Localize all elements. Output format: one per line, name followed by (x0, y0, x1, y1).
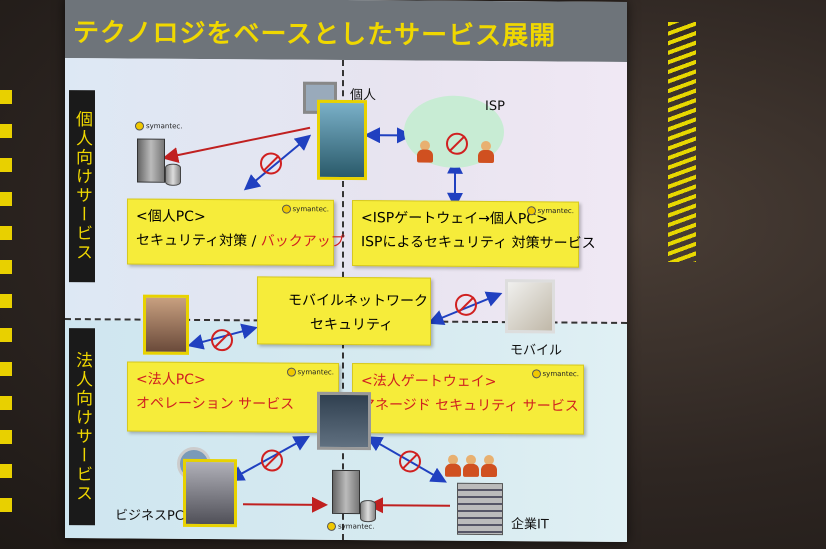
box-mobile-title: モバイルネットワーク (288, 292, 428, 310)
symantec-logo: symantec. (527, 206, 574, 215)
label-business-pc: ビジネスPC (115, 508, 184, 524)
arrow-bizpc-server (243, 496, 328, 513)
left-stripes (0, 90, 12, 520)
server-icon (332, 469, 360, 515)
person-icon (478, 141, 494, 163)
label-mobile: モバイル (510, 343, 563, 359)
box-personal-pc-title: <個人PC> (136, 208, 206, 226)
box-isp-gateway: <ISPゲートウェイ→個人PC> ISPによるセキュリティ 対策サービス sym… (352, 200, 596, 268)
box-corp-gateway-desc: マネージド セキュリティ サービス (361, 397, 579, 415)
label-isp: ISP (485, 98, 505, 115)
no-sign-icon (260, 152, 282, 175)
monitor-icon (317, 391, 371, 451)
disk-icon (165, 163, 181, 186)
symantec-logo: symantec. (532, 369, 579, 378)
no-sign-icon (399, 450, 421, 473)
box-corp-gateway-title: <法人ゲートウェイ> (361, 373, 497, 391)
person-icon (463, 455, 479, 477)
connection-arrows (162, 126, 503, 514)
symantec-logo: symantec. (287, 368, 334, 377)
label-enterprise-it: 企業IT (511, 517, 549, 533)
box-personal-pc-desc: セキュリティ対策 / バックアップ (136, 230, 345, 251)
person-icon (481, 455, 497, 477)
corp-pc-photo (143, 294, 189, 355)
box-isp-gateway-desc: ISPによるセキュリティ 対策サービス (361, 234, 596, 252)
arrow-pc-to-server (162, 126, 311, 163)
box-corp-gateway: <法人ゲートウェイ> マネージド セキュリティ サービス symantec. (352, 363, 584, 435)
box-mobile-security: モバイルネットワーク セキュリティ (257, 276, 431, 346)
box-mobile-desc: セキュリティ (310, 316, 394, 334)
projected-slide: テクノロジをベースとしたサービス展開 個人向けサービス 法人向けサービス sym… (65, 0, 627, 542)
business-pc-photo (183, 458, 237, 528)
box-personal-pc: <個人PC> セキュリティ対策 / バックアップ symantec. (127, 198, 345, 266)
label-individual: 個人 (350, 88, 377, 104)
person-icon (417, 140, 433, 162)
disk-icon (360, 500, 376, 523)
symantec-logo: symantec. (282, 205, 329, 214)
no-sign-icon (211, 329, 233, 352)
person-icon (445, 455, 461, 477)
box-corp-pc-title: <法人PC> (136, 371, 206, 389)
box-personal-pc-desc-b: バックアップ (260, 233, 345, 250)
mobile-photo (505, 279, 555, 334)
box-corp-pc-desc: オペレーション サービス (136, 395, 295, 413)
building-icon (457, 482, 503, 536)
no-sign-icon (446, 132, 468, 155)
box-corp-pc: <法人PC> オペレーション サービス symantec. (127, 361, 339, 433)
no-sign-icon (455, 293, 477, 316)
box-personal-pc-desc-a: セキュリティ対策 / (136, 232, 261, 250)
symantec-logo: symantec. (327, 522, 374, 531)
no-sign-icon (261, 449, 283, 472)
individual-photo (317, 99, 367, 181)
server-icon (137, 138, 165, 183)
box-isp-gateway-title: <ISPゲートウェイ→個人PC> (361, 210, 548, 228)
wall-decoration (668, 22, 696, 262)
arrow-enterprise-server (367, 497, 450, 514)
symantec-logo: symantec. (135, 122, 182, 131)
